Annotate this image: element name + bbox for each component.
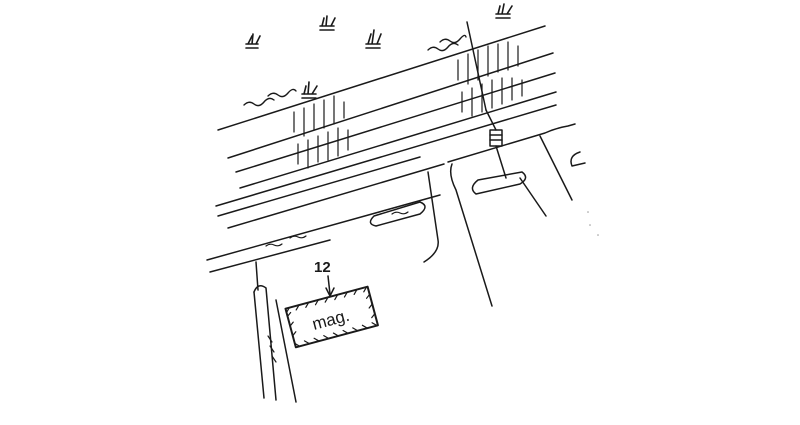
pipe-vertical-left: [253, 285, 277, 401]
marsh-symbol-5: [301, 81, 318, 99]
culvert-icon: [489, 129, 507, 179]
road-edge-lower: [206, 194, 441, 261]
vertical-pole-line: [466, 21, 497, 131]
marsh-symbol-2: [319, 15, 336, 31]
pipe-right-stub: [570, 151, 586, 167]
ditch-line-3: [227, 163, 445, 229]
dike-line-3: [235, 72, 556, 173]
ditch-line-2: [217, 156, 421, 217]
road-edge-upper: [447, 123, 576, 163]
pipe-upper-right: [471, 171, 527, 195]
hatch-cluster-left: [293, 95, 349, 169]
dike-line-2: [227, 52, 554, 159]
branch-road-e: [255, 261, 259, 291]
road-edge-lower-2: [209, 239, 331, 273]
reference-callout: 12: [314, 259, 335, 297]
marsh-symbols: [245, 3, 513, 99]
ditch-line-1: [215, 104, 557, 207]
pipe-hatch: [267, 335, 277, 363]
reference-number: 12: [314, 259, 331, 276]
dike-line-4: [239, 91, 557, 189]
building: mag.: [284, 285, 379, 349]
dike-lines: [217, 25, 557, 189]
marsh-symbol-4: [495, 3, 513, 19]
dike-line-1: [217, 25, 546, 131]
marsh-symbol-3: [365, 29, 382, 49]
marsh-symbol-1: [245, 33, 261, 49]
branch-road-f: [275, 299, 297, 403]
water-mark-1: [243, 97, 275, 107]
water-mark-3: [427, 42, 459, 52]
water-mark-2: [267, 88, 297, 98]
background-speckles: [587, 211, 599, 236]
ditch-lines: [206, 104, 576, 273]
branch-road-a: [423, 171, 439, 263]
branch-road-b: [449, 163, 493, 307]
building-label: mag.: [310, 306, 351, 334]
side-roads: [255, 135, 573, 403]
water-mark-4: [439, 34, 467, 44]
pipes: [253, 151, 586, 401]
pipe-vertical-left-edge: [253, 291, 265, 399]
pipe-ditch-left: [369, 201, 426, 227]
reference-arrow-icon: [325, 275, 335, 297]
building-hatch: [285, 286, 378, 347]
branch-road-c: [519, 177, 547, 217]
branch-road-d: [539, 135, 573, 201]
ditch-wave-marks: [265, 211, 409, 247]
building-outline: [284, 285, 379, 349]
water-marks: [243, 34, 467, 107]
